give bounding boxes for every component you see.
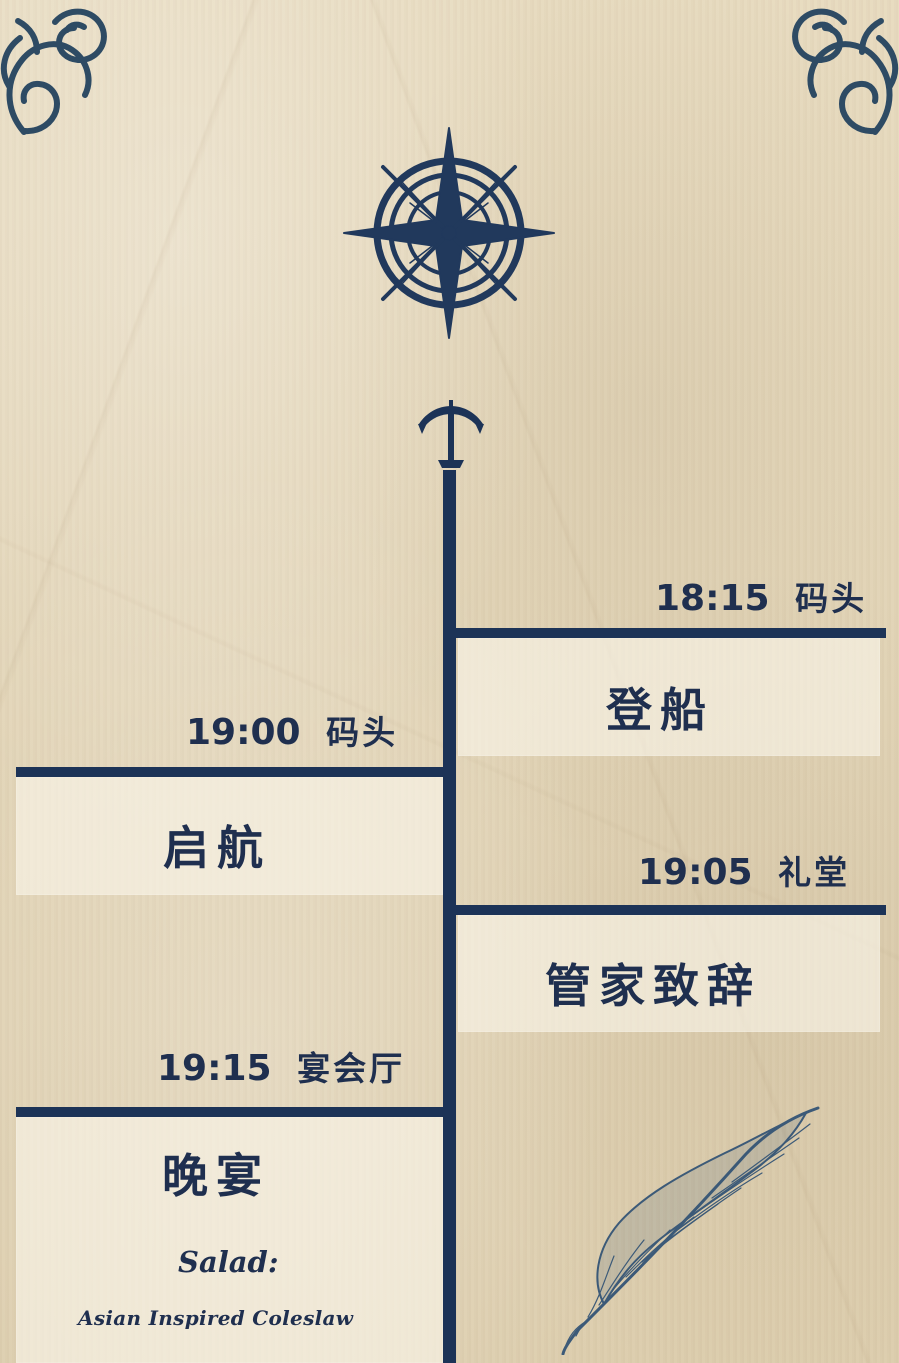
menu-item: Asian Inspired Coleslaw — [78, 1306, 354, 1330]
event-title: 晚宴 — [162, 1149, 270, 1203]
event-location: 码头 — [795, 579, 868, 618]
feather-icon — [548, 1100, 833, 1355]
event-time-location: 19:05 礼堂 — [638, 846, 850, 894]
event-time-location: 19:15 宴会厅 — [157, 1042, 405, 1090]
event-time-location: 19:00 码头 — [186, 706, 398, 754]
event-location: 码头 — [326, 713, 399, 752]
event-card — [16, 777, 443, 895]
event-title: 登船 — [606, 683, 714, 737]
event-time: 19:05 — [638, 852, 753, 893]
timeline-branch — [16, 767, 444, 777]
anchor-icon — [418, 400, 484, 474]
event-title: 启航 — [163, 821, 271, 875]
timeline-line — [443, 470, 456, 1363]
event-card — [458, 638, 880, 756]
timeline-branch — [453, 905, 886, 915]
event-time: 19:15 — [157, 1048, 272, 1089]
event-location: 宴会厅 — [297, 1049, 406, 1088]
event-card — [458, 915, 880, 1032]
event-title: 管家致辞 — [545, 959, 761, 1013]
event-location: 礼堂 — [778, 853, 851, 892]
compass-rose-icon — [336, 120, 562, 346]
menu-heading: Salad: — [178, 1245, 279, 1279]
event-time-location: 18:15 码头 — [655, 572, 867, 620]
event-time: 18:15 — [655, 578, 770, 619]
ornament-swirl-icon — [789, 0, 899, 140]
ornament-swirl-icon — [0, 0, 110, 140]
event-time: 19:00 — [186, 712, 301, 753]
timeline-branch — [16, 1107, 444, 1117]
timeline-branch — [453, 628, 886, 638]
event-card — [16, 1117, 443, 1363]
